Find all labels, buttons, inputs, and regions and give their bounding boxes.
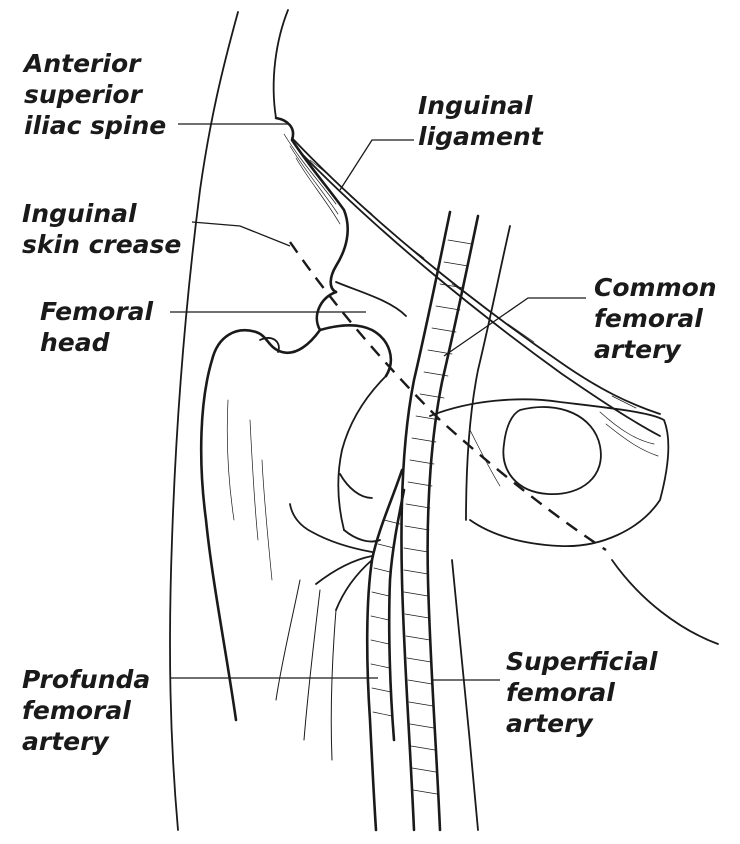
- thigh-outline-left: [170, 12, 238, 830]
- label-line: head: [40, 327, 153, 358]
- ilium-shading: [284, 134, 340, 224]
- label-line: artery: [22, 726, 150, 757]
- label-common-femoral-artery: Common femoral artery: [594, 272, 717, 365]
- femur-shading: [227, 400, 272, 580]
- femur-outline-medial: [338, 376, 386, 530]
- label-line: skin crease: [22, 229, 181, 260]
- label-superficial-femoral-artery: Superficial femoral artery: [506, 646, 658, 739]
- label-line: iliac spine: [24, 110, 166, 141]
- label-line: superior: [24, 79, 166, 110]
- femoral-vein: [466, 226, 510, 520]
- thigh-outline-lower: [452, 560, 478, 830]
- label-line: Superficial: [506, 646, 658, 677]
- thigh-outline-top: [274, 10, 288, 118]
- label-anterior-superior-iliac-spine: Anterior superior iliac spine: [24, 48, 166, 141]
- ilium-outline: [276, 118, 348, 292]
- superficial-femoral-artery-inner: [428, 216, 478, 830]
- label-line: Common: [594, 272, 717, 303]
- label-line: artery: [506, 708, 658, 739]
- label-line: femoral: [22, 695, 150, 726]
- acetabulum-rim: [336, 282, 406, 316]
- label-line: femoral: [594, 303, 717, 334]
- muscle-lines: [276, 580, 336, 760]
- leader-inguinal-ligament: [340, 140, 414, 190]
- label-profunda-femoral-artery: Profunda femoral artery: [22, 664, 150, 757]
- thigh-outline-right: [612, 560, 718, 644]
- femoral-head-outline: [317, 292, 391, 376]
- label-line: femoral: [506, 677, 658, 708]
- label-inguinal-skin-crease: Inguinal skin crease: [22, 198, 181, 260]
- label-inguinal-ligament: Inguinal ligament: [418, 90, 543, 152]
- pubic-shading: [470, 412, 658, 486]
- pubic-ramus: [430, 399, 668, 546]
- label-line: Inguinal: [418, 90, 543, 121]
- label-line: artery: [594, 334, 717, 365]
- leader-common-femoral: [444, 298, 586, 356]
- label-line: Profunda: [22, 664, 150, 695]
- inguinal-skin-crease: [290, 242, 606, 550]
- profunda-branches: [290, 504, 372, 610]
- leader-skin-crease: [192, 222, 290, 246]
- obturator-foramen: [503, 407, 601, 494]
- label-line: ligament: [418, 121, 543, 152]
- superficial-femoral-artery: [402, 212, 451, 830]
- label-femoral-head: Femoral head: [40, 296, 153, 358]
- superficial-artery-rings: [404, 240, 472, 794]
- label-line: Femoral: [40, 296, 153, 327]
- label-line: Inguinal: [22, 198, 181, 229]
- inguinal-ligament-fibers: [310, 160, 636, 408]
- lesser-trochanter: [340, 474, 380, 542]
- label-line: Anterior: [24, 48, 166, 79]
